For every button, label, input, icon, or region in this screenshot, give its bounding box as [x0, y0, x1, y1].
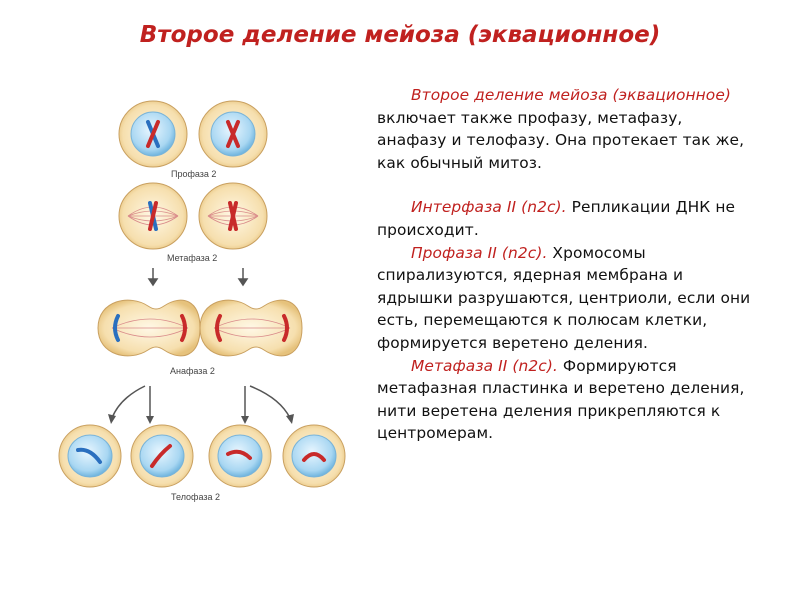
label-telophase: Телофаза 2	[171, 492, 220, 502]
slide-title: Второе деление мейоза (эквационное)	[139, 22, 661, 48]
anaphase-cell-left	[97, 299, 201, 357]
label-metaphase: Метафаза 2	[167, 253, 217, 263]
paragraph-interphase-text: Репликации ДНК не происходит.	[377, 198, 736, 239]
prophase-cell-left	[118, 100, 188, 168]
term-prophase: Профаза II (n2c).	[411, 243, 548, 262]
arrows-to-anaphase	[147, 268, 249, 287]
telophase-cell-3	[208, 424, 272, 488]
prophase-cell-right	[198, 100, 268, 168]
paragraph-prophase-text: Хромосомы спирализуются, ядерная мембран…	[377, 243, 751, 352]
meiosis-ii-diagram: Профаза 2 Метафаза 2	[50, 88, 380, 508]
paragraph-prophase: Профаза II (n2c). Хромосомы спирализуютс…	[377, 242, 752, 355]
paragraph-interphase: Интерфаза II (n2c). Репликации ДНК не пр…	[377, 196, 752, 241]
telophase-cell-1	[58, 424, 122, 488]
metaphase-cell-right	[198, 182, 268, 250]
label-prophase: Профаза 2	[171, 169, 216, 179]
paragraph-metaphase: Метафаза II (n2c). Формируются метафазна…	[377, 355, 752, 445]
paragraph-intro: Второе деление мейоза (эквационное) вклю…	[377, 84, 752, 174]
telophase-cell-2	[130, 424, 194, 488]
metaphase-cell-left	[118, 182, 188, 250]
paragraph-intro-text: включает также профазу, метафазу, анафаз…	[377, 108, 745, 172]
paragraph-metaphase-text: Формируются метафазная пластинка и верет…	[377, 356, 745, 443]
term-metaphase: Метафаза II (n2c).	[411, 356, 558, 375]
term-meiosis-ii: Второе деление мейоза (эквационное)	[411, 86, 731, 104]
telophase-cell-4	[282, 424, 346, 488]
anaphase-cell-right	[199, 299, 303, 357]
description-text: Второе деление мейоза (эквационное) вклю…	[377, 84, 752, 445]
term-interphase: Интерфаза II (n2c).	[411, 198, 567, 217]
label-anaphase: Анафаза 2	[170, 366, 215, 376]
arrows-to-telophase	[111, 385, 291, 419]
